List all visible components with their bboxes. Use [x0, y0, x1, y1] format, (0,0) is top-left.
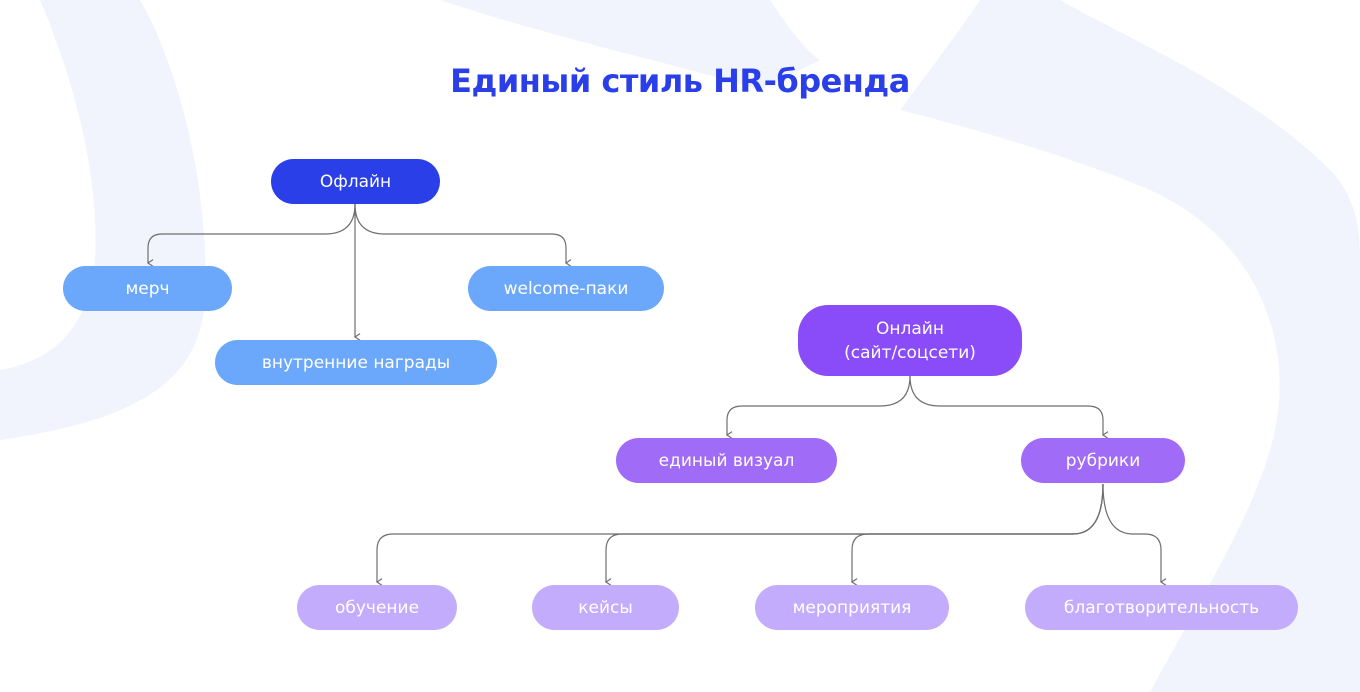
node-unified-visual-label: единый визуал: [658, 450, 795, 471]
node-cases-label: кейсы: [578, 597, 633, 618]
node-charity: благотворительность: [1025, 585, 1298, 630]
node-rubrics-label: рубрики: [1065, 450, 1141, 471]
connector-rubrics-to-learning: [375, 483, 1104, 586]
node-merch-label: мерч: [125, 278, 170, 299]
node-internal-awards-label: внутренние награды: [261, 352, 451, 373]
node-welcome-packs: welcome-паки: [468, 266, 664, 311]
node-offline: Офлайн: [271, 159, 440, 204]
node-online: Онлайн (сайт/соцсети): [798, 305, 1022, 376]
node-charity-label: благотворительность: [1063, 597, 1260, 618]
background-swoosh-right: [900, 0, 1360, 692]
node-cases: кейсы: [532, 585, 679, 630]
node-welcome-packs-label: welcome-паки: [503, 278, 629, 299]
connector-online-to-rubrics: [909, 375, 1109, 439]
background-swoosh-top: [440, 0, 820, 90]
connector-online-to-visual: [725, 375, 911, 439]
connector-offline-to-welcome: [354, 203, 572, 267]
connector-offline-to-merch: [146, 203, 356, 267]
diagram-title: Единый стиль HR-бренда: [450, 62, 910, 100]
connector-rubrics-to-cases: [604, 483, 1104, 586]
node-learning: обучение: [297, 585, 457, 630]
node-learning-label: обучение: [334, 597, 420, 618]
node-unified-visual: единый визуал: [616, 438, 837, 483]
background-swoosh-left: [0, 0, 206, 440]
node-events: мероприятия: [755, 585, 949, 630]
node-events-label: мероприятия: [792, 597, 912, 618]
node-merch: мерч: [63, 266, 232, 311]
connector-rubrics-to-charity: [1102, 483, 1167, 586]
node-internal-awards: внутренние награды: [215, 340, 497, 385]
node-online-label: Онлайн (сайт/соцсети): [844, 318, 976, 363]
node-rubrics: рубрики: [1021, 438, 1185, 483]
node-offline-label: Офлайн: [319, 171, 392, 192]
connector-rubrics-to-events: [850, 483, 1104, 586]
